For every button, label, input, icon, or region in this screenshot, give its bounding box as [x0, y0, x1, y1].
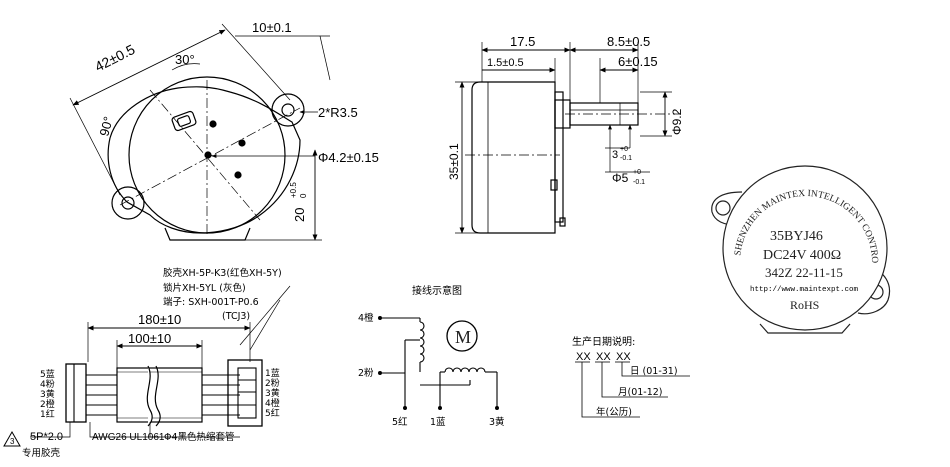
date-month-label: 月(01-12)	[618, 387, 663, 398]
dim-5: Φ5	[612, 171, 629, 185]
motor-symbol	[446, 320, 478, 352]
side-view	[455, 42, 680, 234]
warning-triangle-icon	[3, 430, 21, 447]
left-pin-5: 5蓝	[40, 368, 55, 380]
side-view-labels: 17.5 8.5±0.5 1.5±0.5 6±0.15 35±0.1 Φ9.2 …	[447, 34, 684, 186]
right-pin-3: 3黄	[265, 387, 280, 399]
sleeve-spec: Φ4黑色热缩套管	[164, 431, 235, 443]
dim-10: 10±0.1	[252, 20, 292, 35]
right-pin-2: 2粉	[265, 377, 280, 389]
wire-spec: AWG26 UL1061	[92, 432, 165, 443]
note-connector: 胶壳XH-5P-K3(红色XH-5Y)	[163, 267, 282, 279]
shaft-flat	[171, 110, 197, 132]
side-flange	[554, 91, 564, 223]
wiring-title: 接线示意图	[412, 284, 462, 297]
front-view-labels: 42±0.5 10±0.1 30° 90° 2*R3.5 Φ4.2±0.15 2…	[92, 20, 379, 222]
date-code-title: 生产日期说明:	[572, 335, 635, 348]
harness-notes: 胶壳XH-5P-K3(红色XH-5Y) 锁片XH-5YL (灰色) 端子: SX…	[163, 267, 282, 322]
note-lock: 锁片XH-5YL (灰色)	[163, 282, 246, 294]
angle-90: 90°	[96, 115, 116, 138]
note-terminal: 端子: SXH-001T-P0.6	[163, 296, 259, 308]
dim-9-2: Φ9.2	[670, 108, 684, 135]
dim-1-5: 1.5±0.5	[487, 57, 524, 69]
label-model: 35BYJ46	[770, 229, 823, 244]
dim-20: 20	[292, 208, 307, 222]
dim-hole: Φ4.2±0.15	[318, 150, 379, 165]
label-url: http://www.maintexpt.com	[750, 286, 859, 294]
left-pin-4: 4粉	[40, 378, 55, 390]
label-body	[722, 165, 888, 331]
angle-30: 30°	[175, 52, 195, 67]
date-day-label: 日 (01-31)	[630, 366, 678, 377]
left-pin-1: 1红	[40, 408, 55, 420]
right-connector	[227, 359, 263, 427]
coil-1	[419, 321, 425, 363]
dim-42: 42±0.5	[92, 41, 138, 75]
dim-5-tol-top: +0	[633, 169, 641, 176]
side-body	[471, 81, 556, 234]
date-year-label: 年(公历)	[596, 406, 632, 418]
right-mount-ear	[271, 93, 305, 127]
label-ring-text: SHENZHEN MAINTEX INTELLIGENT CONTROL CO.…	[0, 0, 879, 264]
dim-3: 3	[612, 149, 618, 161]
label-code: 342Z 22-11-15	[765, 265, 843, 280]
dim-20-tol-bottom: 0	[299, 193, 308, 198]
dim-100: 100±10	[128, 331, 171, 346]
right-pin-1: 1蓝	[265, 367, 280, 379]
dim-3-tol-bottom: -0.1	[620, 155, 632, 162]
front-base	[164, 227, 251, 241]
warning-number: 3	[10, 437, 15, 446]
date-code: 生产日期说明: XX XX XX 日 (01-31) 月(01-12) 年(公历…	[572, 335, 690, 418]
wire-pin1: 1蓝	[430, 416, 446, 428]
harness	[30, 285, 291, 438]
left-mount-hole	[121, 196, 135, 210]
right-pin-5: 5红	[265, 407, 280, 419]
left-pin-2: 2橙	[40, 398, 55, 410]
wiring-diagram: 接线示意图 M 4橙	[358, 284, 505, 428]
left-housing-spec: 专用胶壳	[22, 447, 61, 459]
wire-pin2: 2粉	[358, 367, 374, 379]
right-mount-hole	[281, 103, 295, 117]
dim-17-5: 17.5	[510, 34, 535, 49]
dim-180: 180±10	[138, 312, 181, 327]
coil-2	[444, 367, 486, 373]
motor-letter: M	[455, 327, 471, 347]
left-mount-ear	[111, 186, 145, 220]
date-xx-day: XX	[616, 351, 631, 363]
label-rating: DC24V 400Ω	[763, 248, 841, 263]
harness-labels: 180±10 100±10 5蓝 4粉 3黄 2橙 1红 1蓝 2粉 3黄 4橙…	[3, 312, 280, 459]
label-rohs: RoHS	[790, 298, 819, 312]
wire-pin4: 4橙	[358, 312, 374, 324]
dim-3-tol-top: +0	[620, 146, 628, 153]
left-pin-3: 3黄	[40, 388, 55, 400]
dim-6: 6±0.15	[618, 54, 658, 69]
wire-pin3: 3黄	[489, 416, 505, 428]
date-xx-month: XX	[596, 351, 611, 363]
date-xx-year: XX	[576, 351, 591, 363]
dim-20-tol-top: +0.5	[289, 182, 298, 198]
left-housing	[65, 363, 87, 423]
left-connector-spec: 5P*2.0	[30, 431, 63, 443]
wire-pin5: 5红	[392, 416, 408, 428]
right-pin-4: 4橙	[265, 397, 280, 409]
dim-35: 35±0.1	[447, 143, 461, 180]
dim-8-5: 8.5±0.5	[607, 34, 650, 49]
dim-5-tol-bottom: -0.1	[633, 179, 645, 186]
front-view	[69, 23, 331, 241]
dim-radius: 2*R3.5	[318, 105, 358, 120]
note-terminal2: (TCJ3)	[222, 311, 250, 322]
